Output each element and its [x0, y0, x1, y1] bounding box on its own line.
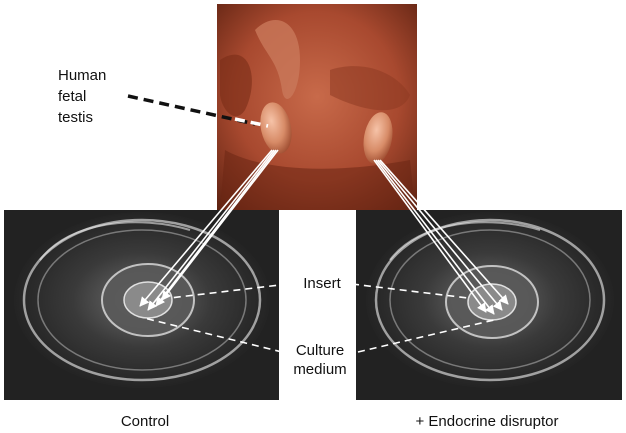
treated-dish-photo [356, 210, 622, 400]
treatment-caption: + Endocrine disruptor [392, 412, 582, 431]
specimen-label-line1: Human [58, 66, 106, 85]
culture-medium-label-line1: Culture [280, 341, 360, 360]
specimen-label-line2: fetal [58, 87, 86, 106]
insert-label: Insert [294, 274, 350, 293]
specimen-label-line3: testis [58, 108, 93, 127]
culture-medium-label-line2: medium [280, 360, 360, 379]
control-caption: Control [100, 412, 190, 431]
